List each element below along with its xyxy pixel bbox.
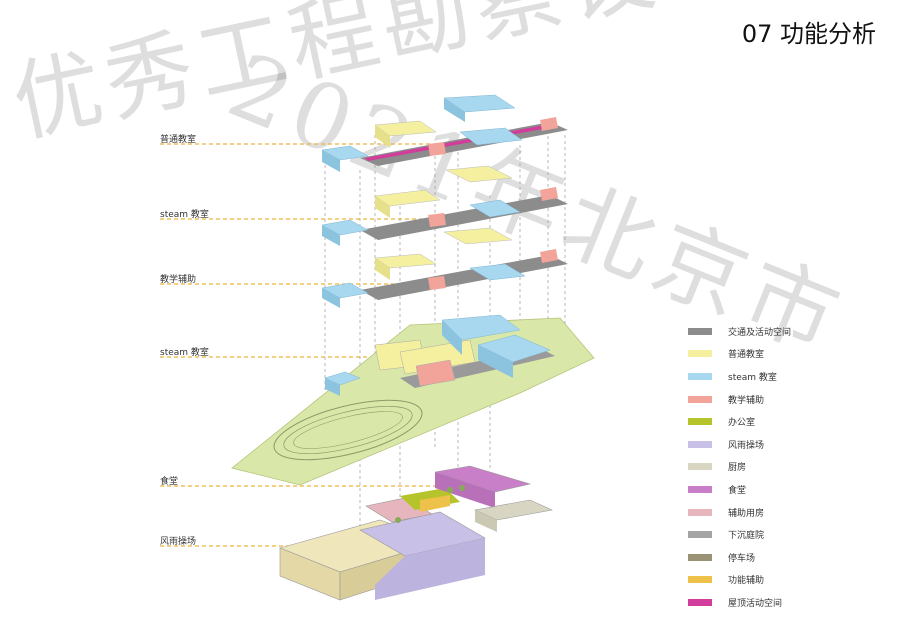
legend-item: 办公室 [688, 410, 791, 433]
legend-label: 停车场 [728, 553, 756, 564]
legend-label: 下沉庭院 [728, 531, 765, 542]
legend-item: 停车场 [688, 546, 791, 569]
legend-item: steam 教室 [688, 365, 791, 388]
legend-label: 风雨操场 [728, 440, 765, 451]
level-label-steam-classrooms-upper: steam 教室 [160, 210, 209, 220]
legend-swatch [688, 372, 712, 380]
legend-label: 普通教室 [728, 350, 765, 361]
legend-item: 普通教室 [688, 343, 791, 366]
level-label-teaching-support: 教学辅助 [160, 275, 197, 285]
legend-swatch [688, 350, 712, 358]
ground-floor-buildings [324, 314, 555, 396]
legend-label: 交通及活动空间 [728, 327, 792, 338]
legend-item: 厨房 [688, 456, 791, 479]
legend-item: 教学辅助 [688, 388, 791, 411]
legend-label: 屋顶活动空间 [728, 598, 783, 609]
legend-swatch [688, 485, 712, 493]
leader-lines [160, 143, 510, 547]
legend-label: 教学辅助 [728, 395, 765, 406]
legend-item: 下沉庭院 [688, 523, 791, 546]
legend: 交通及活动空间普通教室 steam 教室教学辅助办公室风雨操场厨房食堂辅助用房下沉… [688, 320, 791, 614]
legend-item: 功能辅助 [688, 569, 791, 592]
page-title: 07 功能分析 [741, 20, 876, 48]
legend-swatch [688, 463, 712, 471]
legend-item: 食堂 [688, 478, 791, 501]
legend-item: 屋顶活动空间 [688, 591, 791, 614]
legend-swatch [688, 418, 712, 426]
legend-swatch [688, 440, 712, 448]
legend-label: 辅助用房 [728, 508, 765, 519]
legend-swatch [688, 598, 712, 606]
legend-label: 功能辅助 [728, 576, 765, 587]
legend-swatch [688, 553, 712, 561]
legend-item: 辅助用房 [688, 501, 791, 524]
legend-label: steam 教室 [728, 372, 777, 383]
legend-swatch [688, 327, 712, 335]
legend-item: 风雨操场 [688, 433, 791, 456]
level-label-gymnasium: 风雨操场 [160, 537, 197, 547]
legend-item: 交通及活动空间 [688, 320, 791, 343]
legend-label: 食堂 [728, 485, 747, 496]
level-label-regular-classrooms: 普通教室 [160, 135, 197, 145]
legend-swatch [688, 508, 712, 516]
legend-swatch [688, 576, 712, 584]
legend-label: 厨房 [728, 463, 747, 474]
legend-swatch [688, 395, 712, 403]
level-label-steam-classrooms-ground: steam 教室 [160, 348, 209, 358]
legend-swatch [688, 531, 712, 539]
basement-buildings [279, 465, 553, 601]
level-label-canteen: 食堂 [160, 477, 179, 487]
upper-floors [321, 94, 568, 308]
legend-label: 办公室 [728, 418, 756, 429]
